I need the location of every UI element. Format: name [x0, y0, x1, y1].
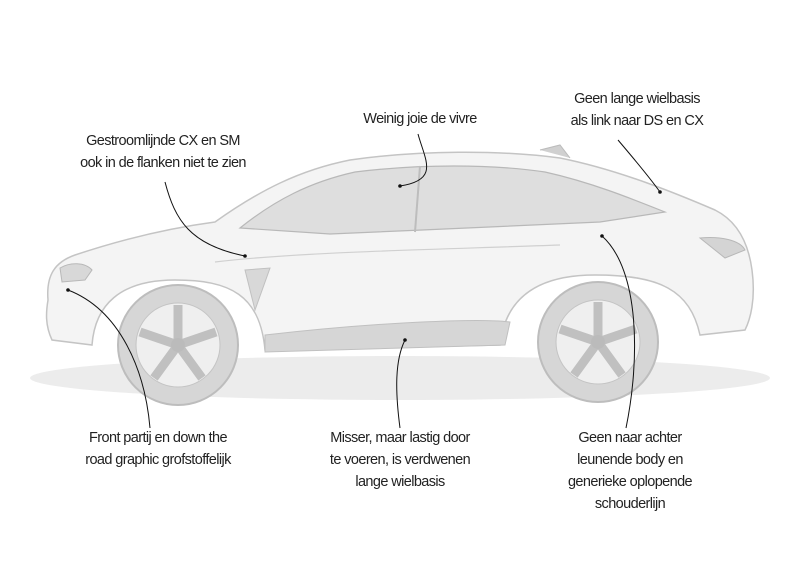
leader-rear — [601, 235, 636, 429]
annotation-line: ook in de flanken niet te zien — [80, 155, 246, 171]
side-windows — [238, 165, 668, 235]
shoulder-line — [214, 244, 561, 263]
annotation-joie: Weinig joie de vivre — [363, 108, 477, 130]
annotation-missed: Misser, maar lastig door te voeren, is v… — [329, 427, 471, 493]
headlight — [59, 263, 93, 283]
leader-dots — [66, 184, 662, 342]
antenna — [539, 144, 571, 159]
leader-missed — [396, 339, 406, 429]
annotation-rear: Geen naar achter leunende body en generi… — [567, 427, 693, 515]
annotation-front: Front partij en down the road graphic gr… — [85, 427, 231, 471]
annotation-line: Weinig joie de vivre — [363, 111, 477, 127]
leader-front — [67, 289, 151, 429]
annotation-line: Gestroomlijnde CX en SM — [86, 133, 240, 149]
annotation-line: leunende body en — [577, 452, 683, 468]
annotation-flanks: Gestroomlijnde CX en SM ook in de flanke… — [80, 130, 246, 174]
leader-joie — [399, 133, 428, 187]
annotation-line: Misser, maar lastig door — [330, 430, 470, 446]
leader-lines — [67, 133, 661, 429]
side-sill — [264, 320, 511, 353]
leader-flanks — [164, 181, 246, 257]
leader-wheelbase-link — [617, 139, 661, 193]
annotation-line: lange wielbasis — [355, 474, 445, 490]
annotation-line: Geen lange wielbasis — [574, 91, 700, 107]
annotation-line: Front partij en down the — [89, 430, 228, 446]
annotation-wheelbase-link: Geen lange wielbasis als link naar DS en… — [571, 88, 704, 132]
annotation-line: generieke oplopende — [567, 474, 693, 490]
rear-wheel — [537, 281, 659, 403]
annotation-line: road graphic grofstoffelijk — [85, 452, 231, 468]
taillight — [698, 237, 746, 259]
annotation-line: schouderlijn — [594, 496, 666, 512]
annotation-line: als link naar DS en CX — [570, 113, 704, 129]
annotation-line: Geen naar achter — [578, 430, 682, 446]
b-pillar — [414, 165, 421, 233]
airbump — [244, 267, 271, 312]
annotation-line: te voeren, is verdwenen — [329, 452, 471, 468]
front-wheel — [117, 284, 239, 406]
